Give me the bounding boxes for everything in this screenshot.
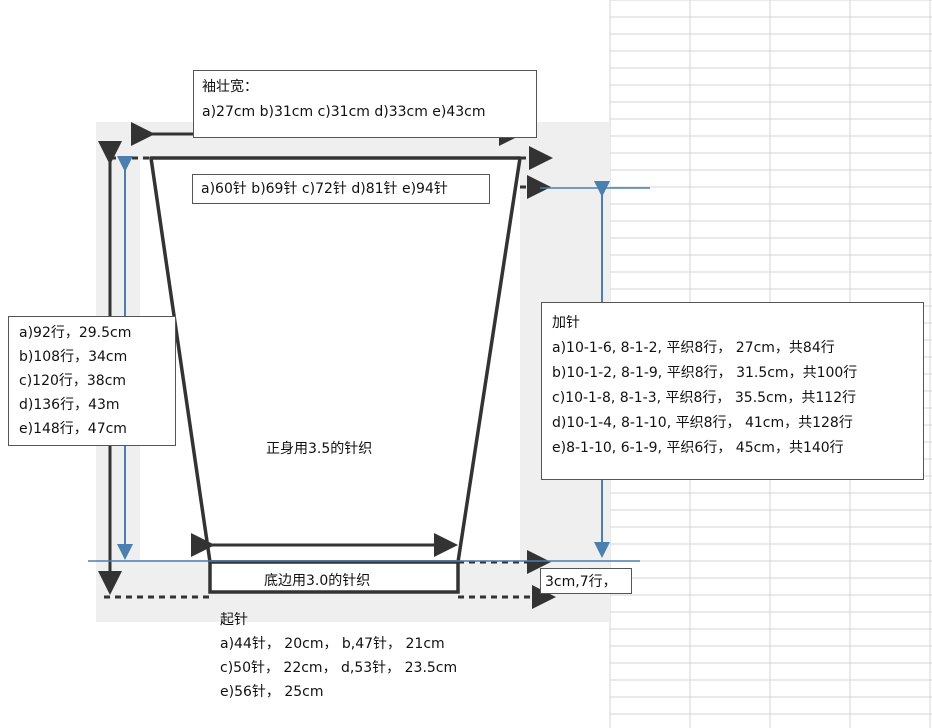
sleeve-width-title: 袖壮宽： (202, 79, 258, 95)
top-stitches-label: a)60针 b)69针 c)72针 d)81针 e)94针 (192, 174, 490, 204)
cast-on-title: 起针 (220, 612, 248, 628)
sleeve-outline (149, 156, 522, 564)
increase-a: a)10-1-6, 8-1-2, 平织8行， 27cm，共84行 (552, 340, 835, 356)
rows-height-e: e)148行，47cm (19, 421, 127, 437)
hem-band (208, 560, 460, 594)
hem-size-label: 3cm,7行， (540, 568, 632, 594)
increase-title: 加针 (552, 315, 580, 331)
cast-on-c-d: c)50针， 22cm， d,53针， 23.5cm (220, 660, 458, 676)
sleeve-width-values: a)27cm b)31cm c)31cm d)33cm e)43cm (202, 103, 486, 120)
rows-height-c: c)120行，38cm (19, 373, 127, 389)
rows-height-b: b)108行，34cm (19, 349, 128, 365)
increase-d: d)10-1-4, 8-1-10, 平织8行， 41cm，共128行 (552, 415, 853, 431)
increase-b: b)10-1-2, 8-1-9, 平织8行， 31.5cm，共100行 (552, 365, 858, 381)
sleeve-width-label: 袖壮宽： a)27cm b)31cm c)31cm d)33cm e)43cm (193, 70, 537, 138)
hem-needle-label: 底边用3.0的针织 (264, 573, 371, 589)
cast-on-label: 起针 a)44针， 20cm， b,47针， 21cm c)50针， 22cm，… (220, 608, 457, 704)
increase-e: e)8-1-10, 6-1-9, 平织6行， 45cm，共140行 (552, 440, 844, 456)
rows-height-label: a)92行，29.5cm b)108行，34cm c)120行，38cm d)1… (8, 316, 176, 446)
body-needle-label: 正身用3.5的针织 (266, 441, 373, 457)
cast-on-a-b: a)44针， 20cm， b,47针， 21cm (220, 636, 445, 652)
hem-size-text: 3cm,7行， (545, 574, 617, 590)
rows-height-a: a)92行，29.5cm (19, 325, 132, 341)
cast-on-e: e)56针， 25cm (220, 684, 324, 700)
rows-height-d: d)136行，43m (19, 397, 120, 413)
top-stitches-text: a)60针 b)69针 c)72针 d)81针 e)94针 (201, 181, 448, 197)
increase-c: c)10-1-8, 8-1-3, 平织8行， 35.5cm，共112行 (552, 390, 857, 406)
increase-label: 加针 a)10-1-6, 8-1-2, 平织8行， 27cm，共84行 b)10… (541, 302, 924, 480)
